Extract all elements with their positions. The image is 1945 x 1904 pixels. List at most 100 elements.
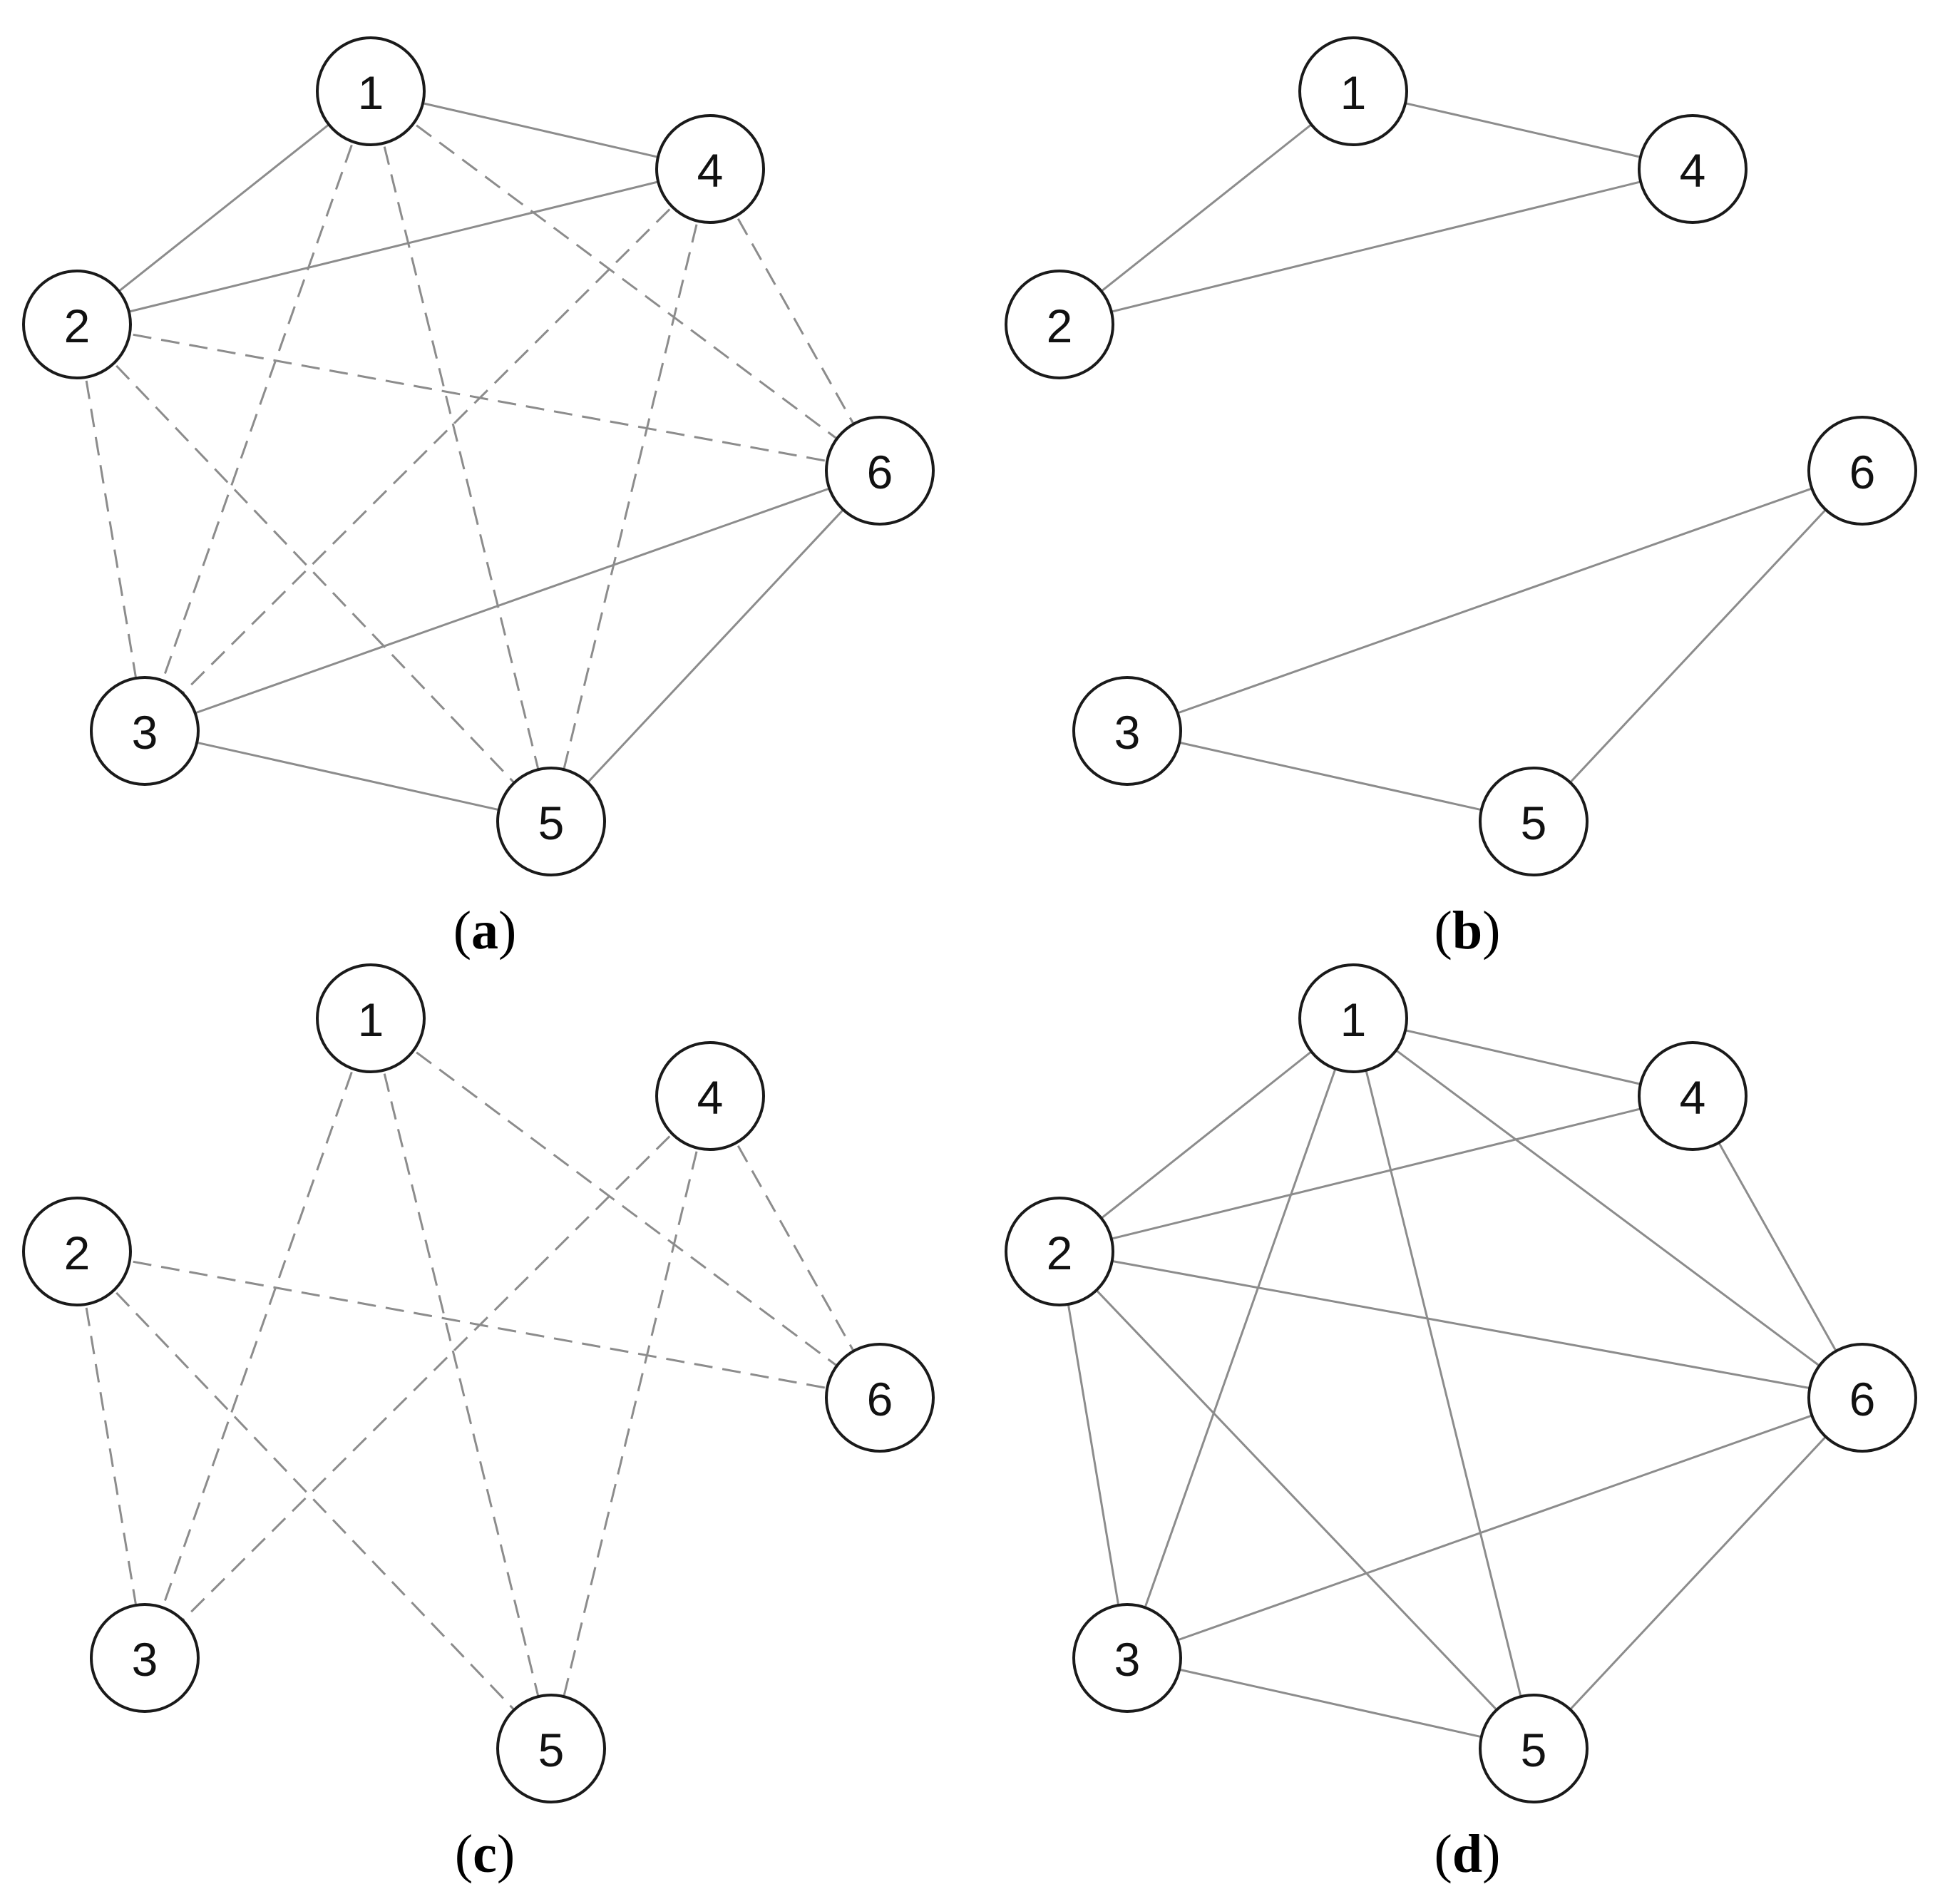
edge-1-5-solid: [1352, 1018, 1535, 1749]
panel-caption: (d): [1435, 1824, 1501, 1884]
node-circle: [316, 963, 426, 1073]
edges-group: [76, 90, 881, 823]
edge-1-4-solid: [370, 90, 711, 170]
edge-2-6-dashed: [76, 323, 881, 472]
node-circle: [1072, 1603, 1182, 1713]
node-4: 4: [655, 114, 765, 224]
node-4: 4: [1638, 1041, 1748, 1151]
node-circle: [655, 114, 765, 224]
node-label: 6: [867, 1373, 893, 1426]
panel-caption: (c): [455, 1824, 515, 1884]
edge-3-5-solid: [1127, 1657, 1534, 1750]
node-label: 3: [132, 1633, 158, 1686]
node-circle: [825, 1343, 935, 1453]
panel-c: 1 2 3 4 5 6 (c): [22, 963, 935, 1884]
edge-4-5-dashed: [550, 1095, 712, 1749]
edge-2-3-solid: [1058, 1251, 1129, 1659]
edge-1-5-dashed: [369, 1018, 553, 1749]
edge-1-5-dashed: [369, 91, 553, 822]
node-circle: [496, 767, 606, 876]
node-3: 3: [1072, 676, 1182, 786]
node-1: 1: [1298, 963, 1408, 1073]
edge-4-5-dashed: [550, 168, 712, 822]
node-circle: [22, 1197, 132, 1306]
node-circle: [1072, 676, 1182, 786]
node-label: 2: [1047, 1227, 1073, 1279]
node-3: 3: [1072, 1603, 1182, 1713]
edge-1-4-solid: [1353, 90, 1693, 170]
edge-1-2-solid: [76, 90, 371, 326]
node-circle: [1005, 1197, 1114, 1306]
edge-5-6-solid: [550, 469, 881, 823]
node-circle: [1479, 1694, 1589, 1803]
node-label: 5: [538, 1724, 565, 1776]
node-circle: [825, 416, 935, 526]
edge-2-4-solid: [76, 168, 711, 326]
node-label: 2: [64, 1227, 91, 1279]
edge-1-6-solid: [1353, 1017, 1863, 1399]
edge-1-6-dashed: [370, 1017, 881, 1399]
edge-1-3-dashed: [143, 91, 372, 732]
node-label: 1: [358, 66, 384, 119]
node-circle: [1807, 1343, 1917, 1453]
node-5: 5: [496, 767, 606, 876]
node-label: 4: [1680, 1071, 1706, 1124]
node-label: 5: [538, 797, 565, 849]
panel-d: 1 2 3 4 5 6 (d): [1005, 963, 1917, 1884]
node-4: 4: [1638, 114, 1748, 224]
edge-3-5-solid: [144, 730, 552, 823]
edge-2-5-solid: [1058, 1250, 1535, 1750]
node-6: 6: [1807, 416, 1917, 526]
node-6: 6: [825, 416, 935, 526]
node-circle: [90, 1603, 200, 1713]
panel-caption-letter: a: [471, 901, 498, 961]
node-label: 3: [1114, 1633, 1141, 1686]
node-5: 5: [1479, 767, 1589, 876]
edge-2-6-solid: [1059, 1250, 1863, 1399]
node-label: 6: [867, 446, 893, 498]
panel-caption-letter: d: [1452, 1824, 1482, 1884]
node-circle: [22, 270, 132, 379]
edge-1-2-solid: [1059, 90, 1354, 326]
edge-2-3-dashed: [76, 1251, 146, 1659]
node-label: 4: [697, 144, 724, 197]
node-label: 1: [358, 993, 384, 1046]
node-1: 1: [316, 36, 426, 146]
node-circle: [1479, 767, 1589, 876]
edges-group: [76, 1017, 881, 1750]
node-label: 6: [1849, 446, 1876, 498]
node-label: 1: [1340, 66, 1367, 119]
edge-1-3-dashed: [143, 1018, 372, 1659]
node-2: 2: [1005, 270, 1114, 379]
panel-caption: (b): [1435, 901, 1501, 961]
node-circle: [496, 1694, 606, 1803]
node-label: 5: [1521, 1724, 1547, 1776]
node-3: 3: [90, 676, 200, 786]
node-2: 2: [1005, 1197, 1114, 1306]
node-1: 1: [316, 963, 426, 1073]
node-circle: [1298, 36, 1408, 146]
node-6: 6: [1807, 1343, 1917, 1453]
panel-b: 1 2 3 4 5 6 (b): [1005, 36, 1917, 961]
node-label: 6: [1849, 1373, 1876, 1426]
edge-2-4-solid: [1059, 168, 1693, 326]
node-circle: [1638, 1041, 1748, 1151]
panel-caption-letter: c: [473, 1824, 497, 1884]
edge-1-3-solid: [1126, 1018, 1355, 1659]
edge-1-4-solid: [1353, 1017, 1693, 1097]
node-circle: [1005, 270, 1114, 379]
node-circle: [1298, 963, 1408, 1073]
edge-4-6-dashed: [709, 1095, 881, 1398]
edge-3-6-solid: [1127, 469, 1863, 732]
edge-2-5-dashed: [76, 323, 553, 823]
edges-group: [1058, 1017, 1864, 1750]
node-circle: [1638, 114, 1748, 224]
edge-2-4-solid: [1059, 1095, 1693, 1253]
node-label: 3: [132, 706, 158, 759]
node-2: 2: [22, 270, 132, 379]
node-3: 3: [90, 1603, 200, 1713]
node-5: 5: [1479, 1694, 1589, 1803]
node-label: 4: [697, 1071, 724, 1124]
